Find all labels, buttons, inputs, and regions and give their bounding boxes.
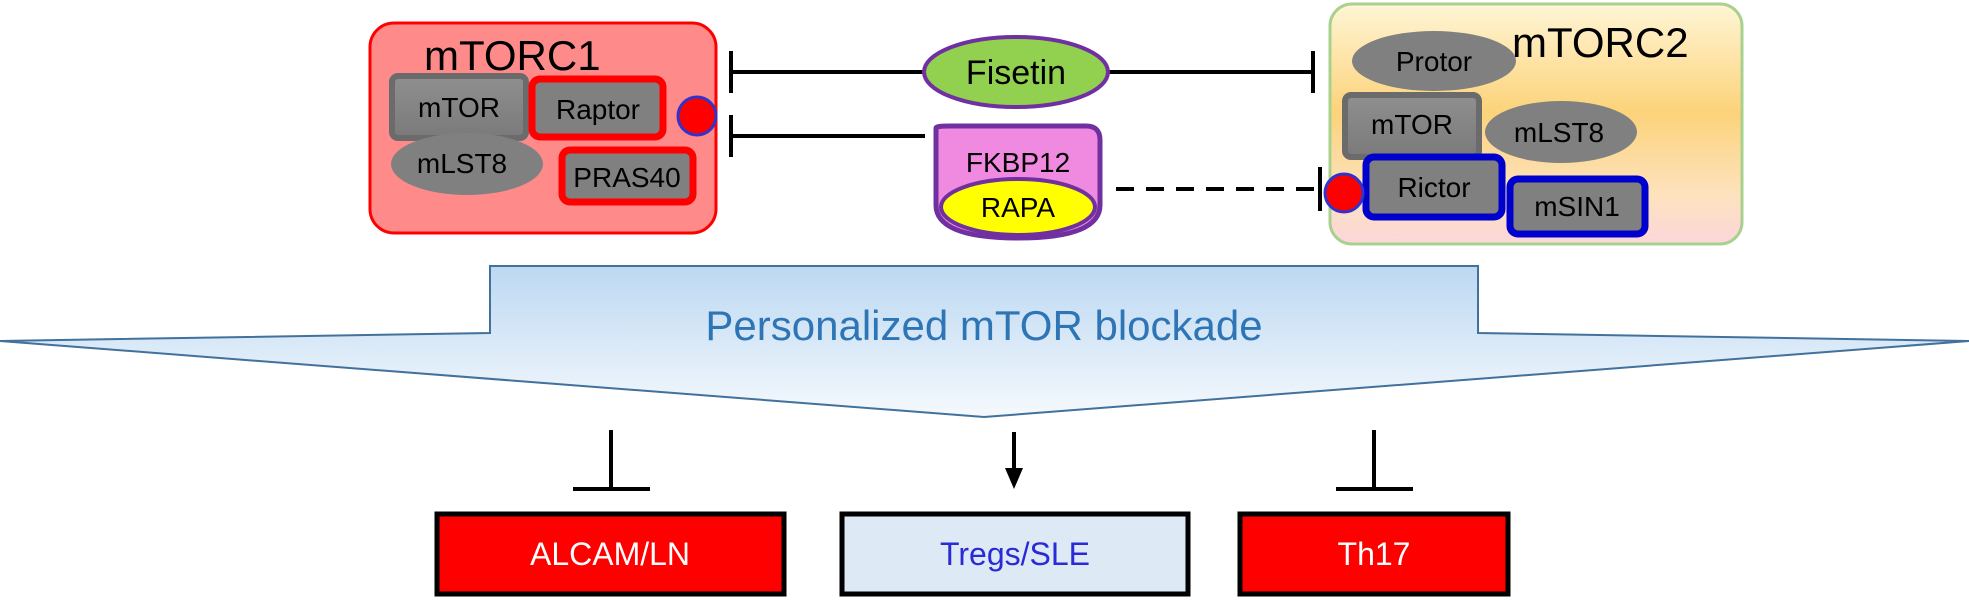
outcome-th17-label: Th17: [1338, 536, 1411, 572]
mtorc2-protor: Protor: [1352, 31, 1516, 91]
mtorc2-mlst8: mLST8: [1485, 101, 1637, 163]
mtorc1-raptor-label: Raptor: [556, 94, 640, 125]
mtorc1-mtor: mTOR: [389, 73, 529, 141]
rapa-label: RAPA: [981, 192, 1055, 223]
mtorc1-pras40-label: PRAS40: [573, 162, 680, 193]
fkbp12-label: FKBP12: [966, 147, 1070, 178]
mtorc2-complex: mTORC2 Protor mTOR mLST8 Rictor mSIN1: [1323, 2, 1744, 246]
fisetin-node: Fisetin: [922, 35, 1110, 109]
fisetin-label: Fisetin: [966, 54, 1066, 92]
raptor-phospho-dot: [676, 95, 718, 137]
rapa-inhibition-mtorc2-dashed: [1116, 167, 1322, 211]
fisetin-inhibition-lines: [729, 51, 1315, 93]
mtorc1-raptor: Raptor: [528, 75, 667, 141]
mtorc1-pras40: PRAS40: [558, 146, 697, 206]
mtorc2-protor-label: Protor: [1396, 46, 1472, 77]
mtorc2-mtor: mTOR: [1342, 92, 1482, 160]
outcome-alcam-inhibit: [573, 430, 650, 491]
mtorc1-complex: mTORC1 mTOR mLST8 Raptor PRAS40: [368, 21, 718, 235]
mtorc1-mlst8-label: mLST8: [417, 148, 507, 179]
fkbp12-rapa-complex: FKBP12 RAPA: [933, 123, 1103, 241]
mtorc1-mtor-label: mTOR: [418, 92, 500, 123]
mtorc2-rictor-label: Rictor: [1397, 172, 1470, 203]
blockade-banner: Personalized mTOR blockade: [0, 265, 1969, 419]
outcome-th17-inhibit: [1336, 430, 1413, 491]
mtorc1-title: mTORC1: [424, 32, 601, 79]
rictor-phospho-dot: [1323, 172, 1365, 214]
outcome-alcam-ln: ALCAM/LN: [434, 511, 787, 597]
rapa-shape: [939, 177, 1097, 237]
mtorc2-mtor-label: mTOR: [1371, 109, 1453, 140]
outcome-th17: Th17: [1237, 511, 1511, 597]
mtorc2-title: mTORC2: [1512, 19, 1689, 66]
mtorc1-mlst8: mLST8: [391, 133, 543, 195]
mtorc2-msin1-label: mSIN1: [1534, 191, 1620, 222]
outcome-tregs-sle-label: Tregs/SLE: [940, 536, 1090, 572]
outcome-tregs-arrow: [1005, 432, 1023, 489]
mtorc2-msin1: mSIN1: [1506, 175, 1649, 238]
outcome-alcam-ln-label: ALCAM/LN: [530, 536, 690, 572]
outcome-tregs-sle: Tregs/SLE: [839, 511, 1191, 597]
mtorc2-rictor: Rictor: [1362, 153, 1506, 221]
banner-text: Personalized mTOR blockade: [705, 302, 1262, 349]
rapa-inhibition-mtorc1: [729, 115, 925, 157]
mtorc2-mlst8-label: mLST8: [1514, 117, 1604, 148]
